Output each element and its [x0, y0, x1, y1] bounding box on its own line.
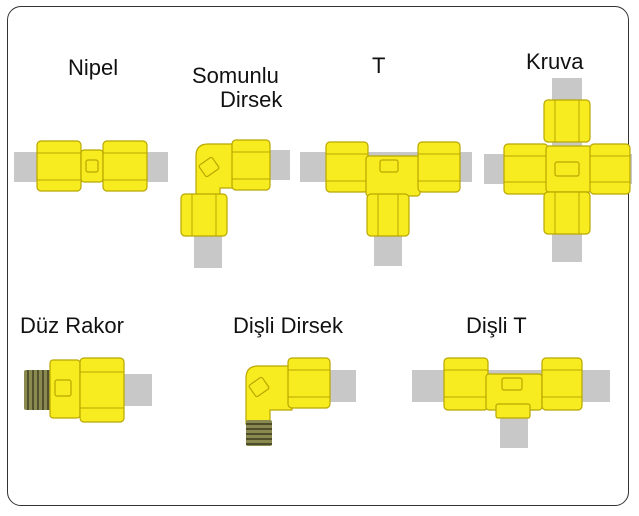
disli-dirsek-fitting	[245, 357, 356, 446]
t-fitting	[300, 141, 472, 266]
duz-rakor-fitting	[24, 357, 152, 423]
kruva-fitting	[484, 78, 632, 262]
label-t: T	[372, 53, 386, 78]
label-somunlu-line1: Somunlu	[192, 63, 279, 88]
label-disli-dirsek: Dişli Dirsek	[233, 313, 343, 338]
label-kruva: Kruva	[526, 49, 584, 74]
label-nipel: Nipel	[68, 55, 119, 80]
label-disli-t: Dişli T	[466, 313, 527, 338]
disli-t-fitting	[412, 357, 610, 448]
label-duz-rakor: Düz Rakor	[20, 313, 124, 338]
somunlu-dirsek-fitting	[180, 139, 290, 268]
nipel-fitting	[14, 140, 168, 192]
label-somunlu-line2: Dirsek	[220, 87, 283, 112]
